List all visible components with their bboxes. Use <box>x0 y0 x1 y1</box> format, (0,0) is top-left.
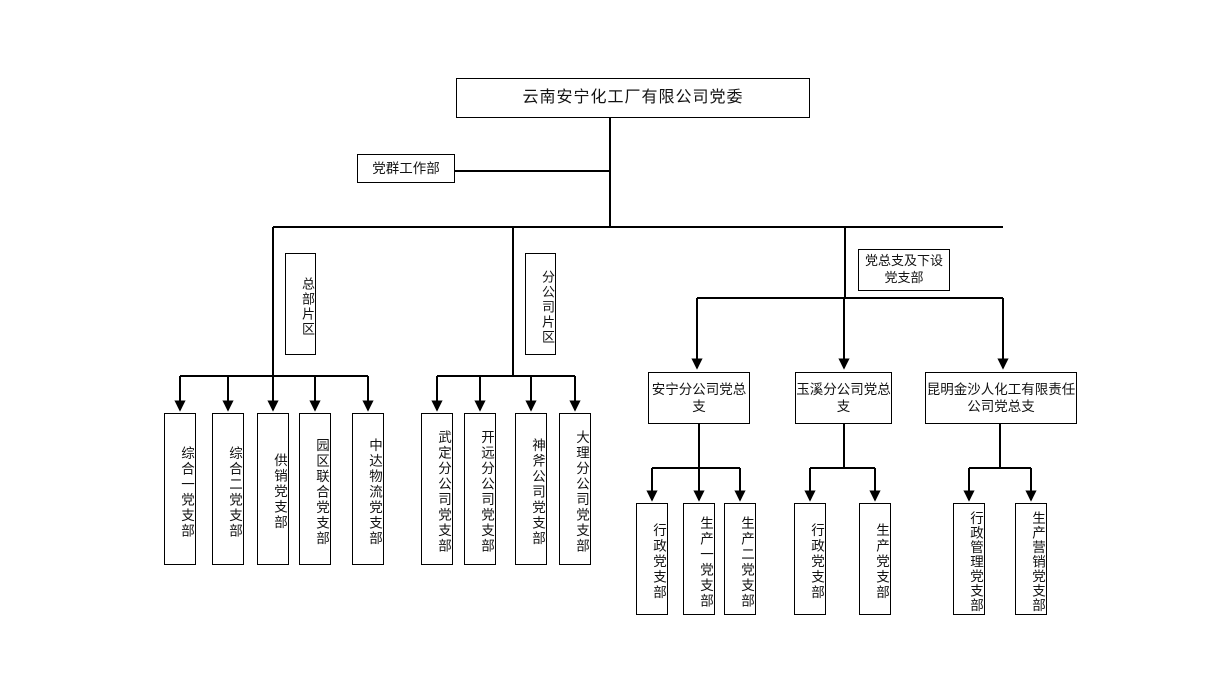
node-company-branch-2[interactable]: 开远分公司党支部 <box>464 413 496 565</box>
node-hq-branch-1-label: 综合一党支部 <box>179 445 194 539</box>
node-yuxi-child-1[interactable]: 行政党支部 <box>794 503 826 615</box>
node-hq-branch-5[interactable]: 中达物流党支部 <box>352 413 384 565</box>
node-hq-branch-4-label: 园区联合党支部 <box>314 437 329 547</box>
node-hq-branch-1[interactable]: 综合一党支部 <box>164 413 196 565</box>
node-anning-child-3[interactable]: 生产二党支部 <box>724 503 756 615</box>
node-jinsha-child-1-label: 行政管理党支部 <box>968 511 983 613</box>
node-hq-branch-4[interactable]: 园区联合党支部 <box>299 413 331 565</box>
group-label-branch-companies[interactable]: 分公司片区 <box>525 253 556 355</box>
node-general-branch-anning-label: 安宁分公司党总支 <box>651 381 747 414</box>
node-party-work-department-label: 党群工作部 <box>372 160 440 176</box>
group-label-headquarters[interactable]: 总部片区 <box>285 253 316 355</box>
node-company-branch-2-label: 开远分公司党支部 <box>479 430 494 554</box>
group-label-party-general-branches-text: 党总支及下设党支部 <box>864 253 943 285</box>
node-company-branch-4[interactable]: 大理分公司党支部 <box>559 413 591 565</box>
node-company-branch-1[interactable]: 武定分公司党支部 <box>421 413 453 565</box>
node-company-branch-1-label: 武定分公司党支部 <box>436 430 451 554</box>
node-hq-branch-2-label: 综合二党支部 <box>227 445 242 539</box>
node-anning-child-1[interactable]: 行政党支部 <box>636 503 668 615</box>
node-yuxi-child-2-label: 生产党支部 <box>874 523 889 601</box>
node-anning-child-1-label: 行政党支部 <box>651 523 666 601</box>
node-company-branch-4-label: 大理分公司党支部 <box>574 430 589 554</box>
node-yuxi-child-2[interactable]: 生产党支部 <box>859 503 891 615</box>
node-hq-branch-3-label: 供销党支部 <box>272 453 287 531</box>
node-company-branch-3[interactable]: 神斧公司党支部 <box>515 413 547 565</box>
node-jinsha-child-1[interactable]: 行政管理党支部 <box>953 503 985 615</box>
node-hq-branch-2[interactable]: 综合二党支部 <box>212 413 244 565</box>
node-hq-branch-3[interactable]: 供销党支部 <box>257 413 289 565</box>
node-general-branch-jinsha-label: 昆明金沙人化工有限责任公司党总支 <box>926 381 1076 414</box>
node-general-branch-yuxi[interactable]: 玉溪分公司党总支 <box>795 372 892 424</box>
group-label-branch-companies-text: 分公司片区 <box>540 269 555 345</box>
node-anning-child-3-label: 生产二党支部 <box>739 515 754 609</box>
node-yuxi-child-1-label: 行政党支部 <box>809 523 824 601</box>
group-label-party-general-branches[interactable]: 党总支及下设党支部 <box>858 249 950 291</box>
node-jinsha-child-2[interactable]: 生产营销党支部 <box>1015 503 1047 615</box>
node-general-branch-yuxi-label: 玉溪分公司党总支 <box>796 381 891 414</box>
node-anning-child-2[interactable]: 生产一党支部 <box>683 503 715 615</box>
node-hq-branch-5-label: 中达物流党支部 <box>367 437 382 547</box>
node-root-label: 云南安宁化工厂有限公司党委 <box>522 88 744 106</box>
node-jinsha-child-2-label: 生产营销党支部 <box>1030 511 1045 613</box>
group-label-headquarters-text: 总部片区 <box>300 277 315 337</box>
node-root[interactable]: 云南安宁化工厂有限公司党委 <box>456 78 810 118</box>
node-party-work-department[interactable]: 党群工作部 <box>357 154 455 183</box>
node-general-branch-jinsha[interactable]: 昆明金沙人化工有限责任公司党总支 <box>925 372 1077 424</box>
node-anning-child-2-label: 生产一党支部 <box>698 515 713 609</box>
node-general-branch-anning[interactable]: 安宁分公司党总支 <box>648 372 750 424</box>
node-company-branch-3-label: 神斧公司党支部 <box>530 437 545 547</box>
